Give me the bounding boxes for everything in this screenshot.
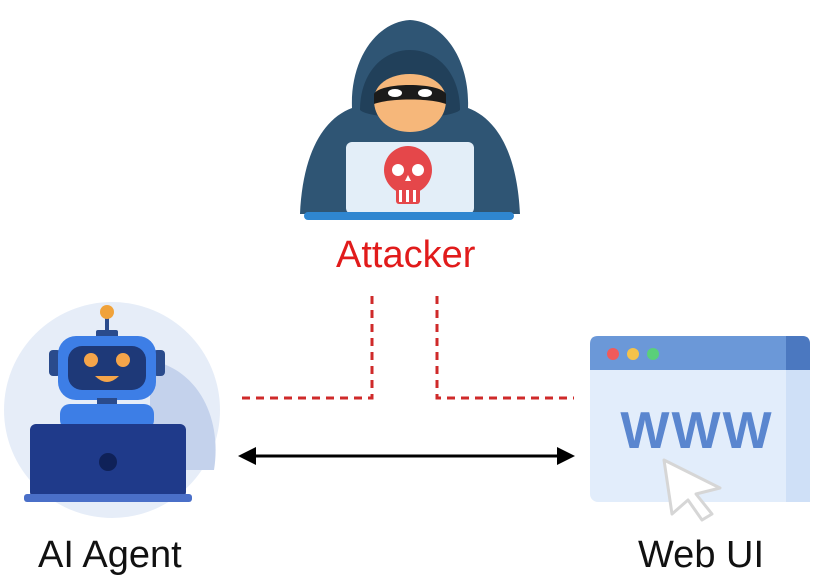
interaction-arrow	[238, 447, 575, 465]
maximize-dot-icon	[647, 348, 659, 360]
attack-paths	[238, 296, 574, 400]
robot-eye-left	[84, 353, 98, 367]
close-dot-icon	[607, 348, 619, 360]
hacker-icon	[300, 20, 520, 220]
skull-icon	[384, 146, 432, 204]
attack-line-to-agent	[238, 296, 374, 400]
web-ui-label: Web UI	[638, 534, 765, 576]
browser-www-icon: WWW	[590, 336, 810, 522]
antenna-bulb-icon	[100, 305, 114, 319]
mouse-cursor-icon	[662, 458, 722, 522]
attacker-label: Attacker	[336, 234, 476, 276]
robot-eye-right	[116, 353, 130, 367]
browser-window	[590, 336, 810, 502]
minimize-dot-icon	[627, 348, 639, 360]
browser-titlebar	[590, 336, 810, 370]
browser-www-text: WWW	[620, 402, 773, 460]
ai-agent-label: AI Agent	[38, 534, 182, 576]
robot-laptop-icon	[4, 302, 220, 518]
attack-line-to-webui	[435, 296, 574, 400]
